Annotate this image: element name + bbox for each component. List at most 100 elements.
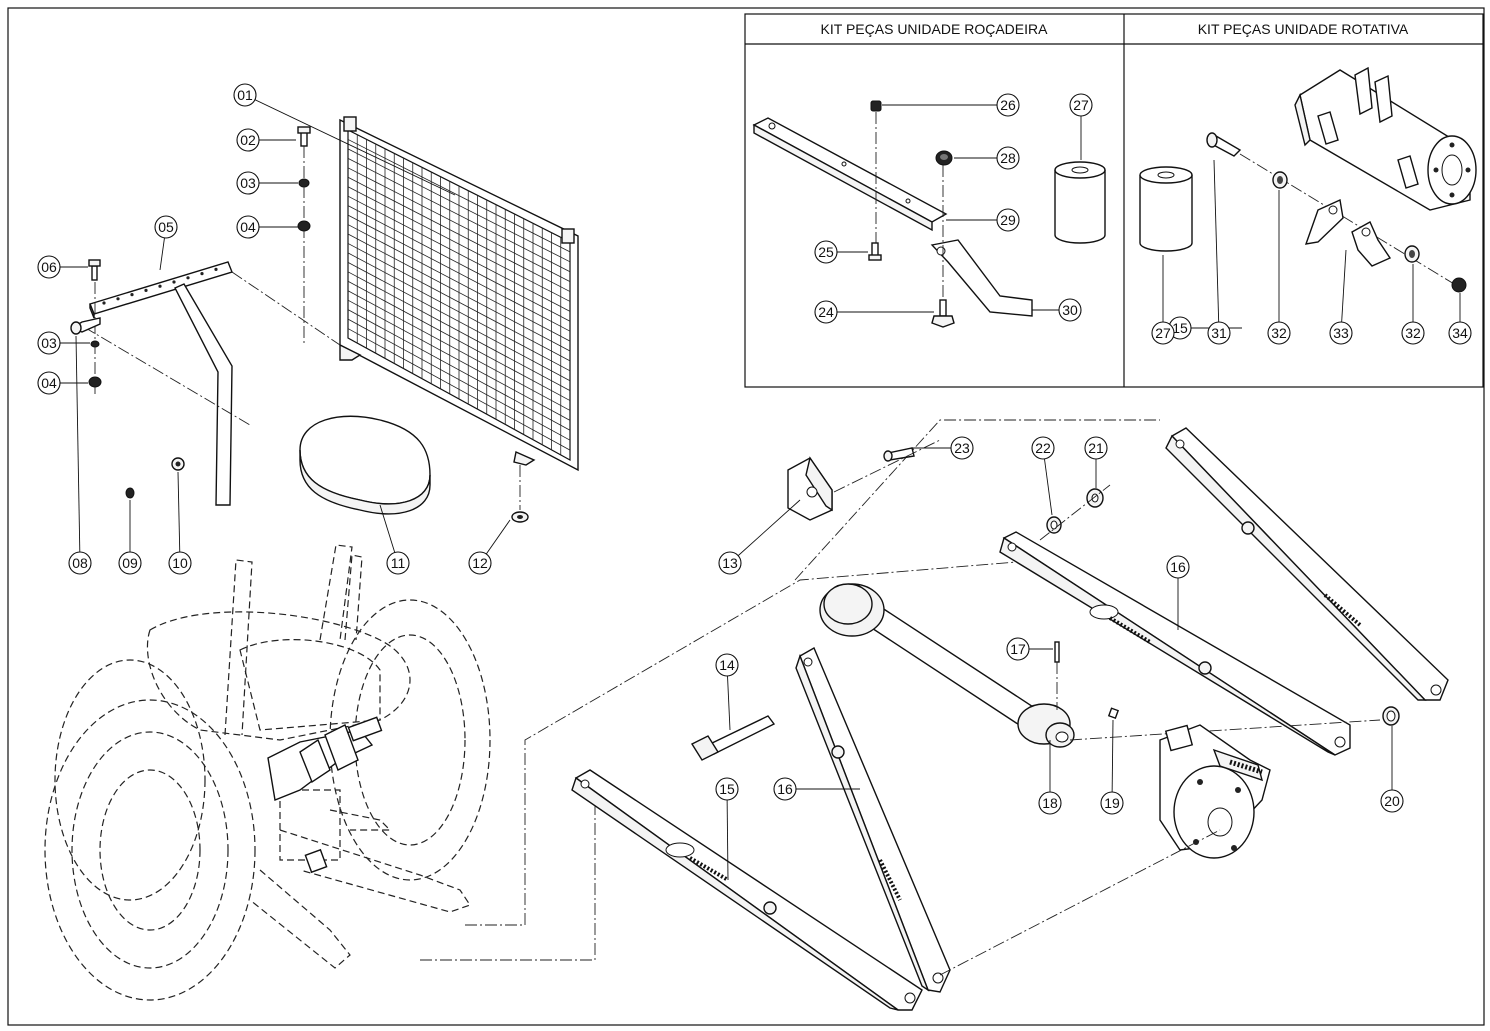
callout-circle [814, 240, 838, 264]
nut-32a [1272, 171, 1288, 189]
callout-circle [1380, 789, 1404, 813]
callout-06: 06 [37, 255, 61, 279]
callout-circle [236, 128, 260, 152]
callout-circle [773, 777, 797, 801]
callout-27: 27 [1151, 321, 1175, 345]
callout-circle [715, 653, 739, 677]
callout-circle [1329, 321, 1353, 345]
mesh-screen [339, 116, 579, 472]
leader-c10 [177, 471, 181, 564]
bolt-31 [1206, 132, 1242, 157]
callout-12: 12 [468, 551, 492, 575]
callout-03: 03 [236, 171, 260, 195]
pin-17 [1054, 641, 1060, 663]
callout-05: 05 [154, 215, 178, 239]
rocadeira-blade [930, 239, 1033, 317]
callout-23: 23 [950, 436, 974, 460]
callout-label: 01 [237, 87, 253, 103]
callout-16: 16 [1166, 555, 1190, 579]
callout-label: 06 [41, 259, 57, 275]
callout-circle [468, 551, 492, 575]
tractor-ghost [44, 544, 491, 1001]
tractor-hitch [267, 716, 383, 874]
washer-22 [1046, 516, 1062, 534]
arm-15-upper [1165, 427, 1449, 701]
spacer-27a [1054, 161, 1106, 244]
callout-label: 30 [1062, 302, 1078, 318]
gearbox [1159, 724, 1271, 859]
callout-label: 04 [240, 219, 256, 235]
callout-22: 22 [1031, 436, 1055, 460]
kit-rotativa-title: KIT PEÇAS UNIDADE ROTATIVA [1198, 21, 1409, 37]
callout-circle [386, 551, 410, 575]
callout-label: 32 [1405, 325, 1421, 341]
callout-09: 09 [118, 551, 142, 575]
callout-label: 26 [1000, 97, 1016, 113]
callout-04: 04 [236, 215, 260, 239]
callout-19: 19 [1100, 791, 1124, 815]
callout-30: 30 [1058, 298, 1082, 322]
callout-circle [168, 551, 192, 575]
bolt-08 [70, 317, 101, 335]
callout-label: 04 [41, 375, 57, 391]
spacer-27b [1139, 166, 1193, 252]
callout-label: 15 [719, 781, 735, 797]
callout-label: 20 [1384, 793, 1400, 809]
key-19 [1107, 707, 1120, 720]
callout-03: 03 [37, 331, 61, 355]
nut-12 [511, 511, 529, 523]
bolt-02 [297, 126, 311, 147]
callout-08: 08 [68, 551, 92, 575]
callout-label: 14 [719, 657, 735, 673]
callout-label: 22 [1035, 440, 1051, 456]
callout-label: 16 [777, 781, 793, 797]
callout-label: 18 [1042, 795, 1058, 811]
bolt-14 [690, 715, 776, 761]
callout-label: 09 [122, 555, 138, 571]
callout-label: 03 [240, 175, 256, 191]
callout-circle [1084, 436, 1108, 460]
arm-16-lower [795, 647, 951, 993]
callout-label: 11 [391, 555, 406, 571]
callout-circle [1166, 555, 1190, 579]
callout-label: 08 [72, 555, 88, 571]
callout-16: 16 [773, 777, 797, 801]
callout-label: 19 [1104, 795, 1120, 811]
callout-label: 27 [1073, 97, 1089, 113]
callout-label: 02 [240, 132, 256, 148]
leader-c31 [1213, 159, 1220, 334]
callout-circle [1151, 321, 1175, 345]
callout-label: 31 [1211, 325, 1227, 341]
leader-c13 [729, 499, 801, 564]
callout-33: 33 [1329, 321, 1353, 345]
callout-label: 13 [722, 555, 738, 571]
callout-label: 16 [1170, 559, 1186, 575]
callout-02: 02 [236, 128, 260, 152]
hitch-plate-13 [787, 456, 833, 521]
leader-c19 [1111, 719, 1114, 804]
callout-circle [154, 215, 178, 239]
callout-20: 20 [1380, 789, 1404, 813]
callout-label: 28 [1000, 150, 1016, 166]
leader-c01 [244, 94, 456, 196]
leader-c08 [75, 335, 81, 564]
callout-circle [1448, 321, 1472, 345]
callout-circle [715, 777, 739, 801]
nut-10 [171, 457, 185, 471]
callout-label: 24 [818, 304, 834, 320]
callout-24: 24 [814, 300, 838, 324]
callout-circle [996, 93, 1020, 117]
callout-17: 17 [1006, 637, 1030, 661]
callout-label: 15 [1172, 320, 1188, 336]
callout-label: 32 [1271, 325, 1287, 341]
callout-circle [1401, 321, 1425, 345]
callout-circle [996, 146, 1020, 170]
callout-circle [1069, 93, 1093, 117]
callout-circle [1267, 321, 1291, 345]
callout-circle [1038, 791, 1062, 815]
callout-label: 10 [172, 555, 188, 571]
callout-circle [236, 171, 260, 195]
callout-label: 03 [41, 335, 57, 351]
callout-circle [236, 215, 260, 239]
